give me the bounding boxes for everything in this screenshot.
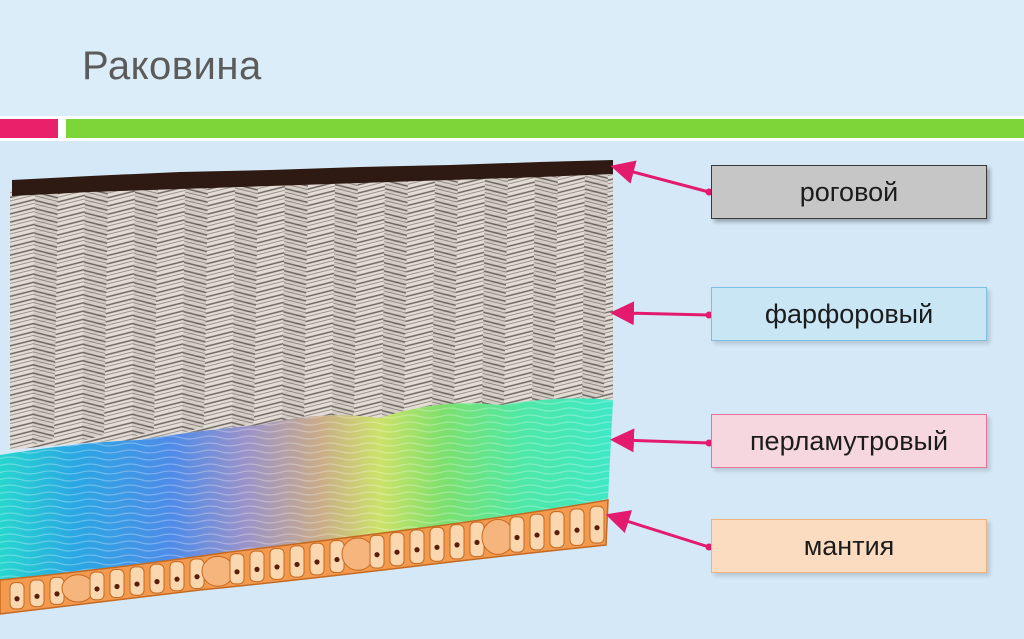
cell-nucleus (34, 593, 40, 599)
label-mantle: мантия (711, 519, 987, 573)
prism-fold (482, 172, 508, 409)
cell-nucleus (94, 586, 100, 592)
prism-fold (532, 171, 558, 405)
mantle-cell (29, 579, 45, 608)
mantle-cell (149, 563, 165, 594)
label-nacre-layer: перламутровый (711, 414, 987, 468)
prism-fold (82, 185, 108, 441)
mantle-gland-cell (201, 555, 235, 587)
mantle-cell (289, 545, 305, 578)
mantle-cell (389, 532, 405, 567)
mantle-cell (309, 542, 325, 576)
mantle-cell (129, 566, 145, 596)
prism-fold (332, 177, 358, 421)
cell-nucleus (554, 530, 560, 536)
nacre-layer (0, 398, 613, 580)
cell-nucleus (274, 564, 280, 570)
mantle-cell (9, 582, 25, 610)
cell-nucleus (574, 527, 580, 533)
cell-nucleus (254, 566, 260, 572)
cell-nucleus (454, 542, 460, 548)
prism-fold (382, 175, 408, 417)
prism-fold (132, 183, 158, 437)
cell-nucleus (294, 561, 300, 568)
mantle-cell (549, 511, 565, 549)
cell-nucleus (54, 591, 60, 597)
title-band (0, 0, 1024, 116)
pointer-lines (605, 160, 713, 551)
mantle-cell (109, 569, 125, 599)
cell-nucleus (194, 574, 200, 580)
porcelain-layer (10, 169, 613, 450)
prism-fold (282, 179, 308, 425)
pointer-nacre (610, 428, 710, 453)
porcelain-prism-folds (32, 169, 608, 445)
cell-nucleus (174, 576, 180, 582)
mantle-cells (9, 505, 605, 610)
prism-fold (32, 187, 58, 445)
cell-nucleus (314, 559, 320, 565)
slide-title: Раковина (82, 44, 262, 88)
horny-layer (12, 160, 613, 196)
accent-bar-pink (0, 119, 58, 138)
mantle-cell (509, 516, 525, 553)
mantle-cell (229, 553, 245, 585)
cell-nucleus (134, 581, 140, 587)
cell-nucleus (334, 556, 340, 563)
prism-fold (582, 169, 608, 401)
mantle-cell (409, 529, 425, 564)
mantle-cell (449, 524, 465, 560)
mantle-cell (169, 561, 185, 592)
mantle-cell (369, 534, 385, 569)
pointer-mantle (605, 510, 710, 549)
mantle-gland-cell (341, 537, 375, 571)
pointer-porcelain (610, 301, 710, 326)
cell-nucleus (594, 525, 600, 531)
mantle-cell (569, 508, 585, 546)
mantle-cell (529, 513, 545, 551)
prism-fold (182, 182, 208, 433)
cell-nucleus (534, 532, 540, 538)
cell-nucleus (394, 549, 400, 555)
cell-nucleus (154, 579, 160, 585)
mantle-cell (589, 505, 605, 544)
label-porcelain-layer: фарфоровый (711, 287, 987, 341)
mantle-cell (429, 526, 445, 562)
mantle-gland-cell (481, 519, 515, 555)
cell-nucleus (414, 547, 420, 553)
pointer-horny (610, 160, 710, 194)
cell-nucleus (474, 539, 480, 546)
prism-fold (232, 180, 258, 429)
cell-nucleus (114, 583, 120, 590)
accent-bar-green (66, 119, 1024, 138)
mantle-cell (269, 547, 285, 580)
cell-nucleus (434, 544, 440, 550)
prism-fold (432, 174, 458, 413)
cell-nucleus (374, 552, 380, 558)
cell-nucleus (514, 534, 520, 541)
cell-nucleus (14, 596, 20, 602)
label-horny-layer: роговой (711, 165, 987, 219)
mantle-cell (249, 550, 265, 583)
mantle-cell (89, 571, 105, 601)
mantle-epithelium (0, 499, 609, 615)
shell-cross-section-diagram (0, 160, 713, 615)
cell-nucleus (234, 569, 240, 575)
mantle-gland-cell (61, 574, 95, 603)
